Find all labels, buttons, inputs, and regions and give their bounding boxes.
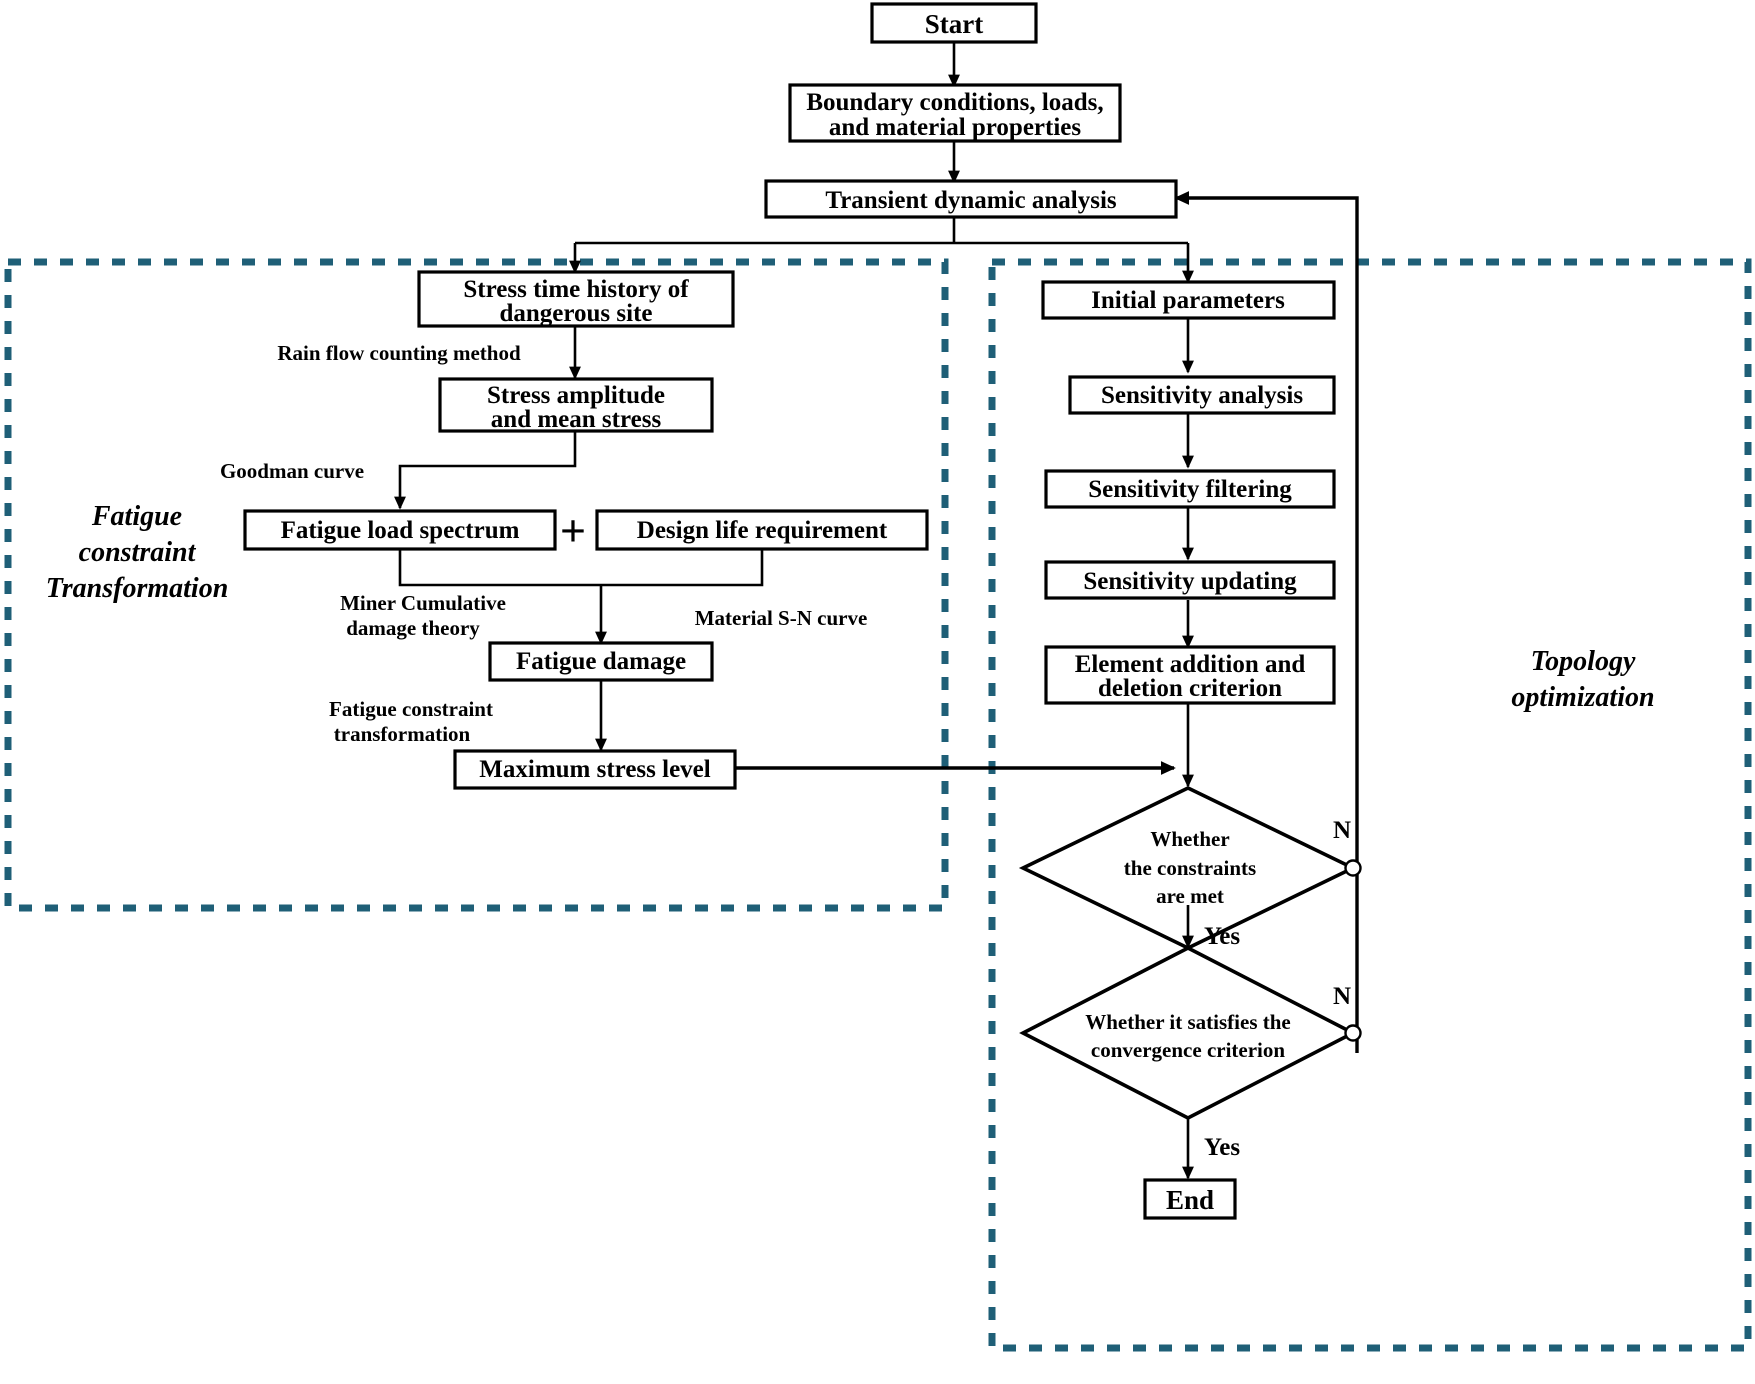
node-boundary-conditions[interactable]: Boundary conditions, loads, and material… <box>788 83 1122 143</box>
node-boundary-conditions-label-line2: and material properties <box>829 114 1082 141</box>
node-boundary-conditions-label-line1: Boundary conditions, loads, <box>806 89 1103 116</box>
plus-operator-icon: + <box>560 505 586 556</box>
region-label-fatigue-line3: Transformation <box>46 573 229 604</box>
node-sensitivity-filtering-label: Sensitivity filtering <box>1088 476 1292 503</box>
decision-convergence-label-line1: Whether it satisfies the <box>1085 1010 1291 1034</box>
edge-label-rain-flow-counting: Rain flow counting method <box>277 341 521 365</box>
branch-label-convergence-no: N <box>1333 983 1351 1010</box>
edge-label-fatigue-constraint-line2: transformation <box>334 722 471 746</box>
node-fatigue-damage-label: Fatigue damage <box>516 648 686 675</box>
node-element-addition-deletion-criterion[interactable]: Element addition and deletion criterion <box>1044 645 1336 705</box>
node-stress-time-history[interactable]: Stress time history of dangerous site <box>417 270 735 328</box>
edge-transient-split-bus <box>575 214 1188 245</box>
node-fatigue-damage[interactable]: Fatigue damage <box>488 641 714 682</box>
node-initial-parameters-label: Initial parameters <box>1091 287 1285 314</box>
node-transient-dynamic-analysis[interactable]: Transient dynamic analysis <box>764 179 1178 219</box>
node-start[interactable]: Start <box>870 2 1038 44</box>
node-design-life-requirement[interactable]: Design life requirement <box>595 509 929 551</box>
node-start-label: Start <box>925 9 983 39</box>
node-maximum-stress-level[interactable]: Maximum stress level <box>453 749 737 790</box>
node-element-criterion-label-line1: Element addition and <box>1075 651 1306 678</box>
decision-convergence-label-line2: convergence criterion <box>1091 1038 1285 1062</box>
edge-label-goodman-curve: Goodman curve <box>220 459 364 483</box>
region-label-topology-line1: Topology <box>1531 646 1636 677</box>
branch-label-constraints-yes: Yes <box>1204 923 1240 950</box>
edge-merge-to-fatigue-damage <box>398 546 764 587</box>
connector-no-constraints <box>1344 859 1362 877</box>
node-sensitivity-analysis[interactable]: Sensitivity analysis <box>1068 375 1336 415</box>
region-label-fatigue-line1: Fatigue <box>91 501 182 532</box>
node-transient-label: Transient dynamic analysis <box>825 187 1117 214</box>
node-stress-amplitude[interactable]: Stress amplitude and mean stress <box>438 377 714 433</box>
node-end[interactable]: End <box>1143 1178 1237 1220</box>
node-stress-time-history-label-line1: Stress time history of <box>463 276 689 303</box>
node-sensitivity-filtering[interactable]: Sensitivity filtering <box>1044 469 1336 509</box>
edge-label-miner-line2: damage theory <box>346 616 480 640</box>
region-label-topology-line2: optimization <box>1511 682 1654 713</box>
node-stress-amplitude-label-line2: and mean stress <box>491 406 662 433</box>
decision-constraints-label-line3: are met <box>1156 884 1224 908</box>
edge-label-material-sn-curve: Material S-N curve <box>695 606 868 630</box>
node-sensitivity-analysis-label: Sensitivity analysis <box>1101 382 1303 409</box>
node-sensitivity-updating[interactable]: Sensitivity updating <box>1044 560 1336 600</box>
node-stress-amplitude-label-line1: Stress amplitude <box>487 382 665 409</box>
connector-no-convergence <box>1344 1024 1362 1042</box>
node-design-life-requirement-label: Design life requirement <box>637 517 888 544</box>
edge-feedback-to-transient <box>1174 191 1359 1053</box>
branch-label-constraints-no: N <box>1333 817 1351 844</box>
decision-constraints-label-line2: the constraints <box>1124 856 1256 880</box>
node-end-label: End <box>1166 1185 1214 1215</box>
node-maximum-stress-level-label: Maximum stress level <box>479 756 710 783</box>
node-fatigue-load-spectrum-label: Fatigue load spectrum <box>281 517 520 544</box>
node-stress-time-history-label-line2: dangerous site <box>499 300 652 327</box>
edge-label-miner-line1: Miner Cumulative <box>340 591 506 615</box>
node-initial-parameters[interactable]: Initial parameters <box>1041 280 1336 320</box>
node-sensitivity-updating-label: Sensitivity updating <box>1083 568 1297 595</box>
node-element-criterion-label-line2: deletion criterion <box>1098 675 1282 702</box>
edge-label-fatigue-constraint-line1: Fatigue constraint <box>329 697 493 721</box>
region-label-fatigue-line2: constraint <box>79 537 197 568</box>
region-fatigue-constraint-border <box>4 258 949 912</box>
node-fatigue-load-spectrum[interactable]: Fatigue load spectrum <box>243 509 557 551</box>
branch-label-convergence-yes: Yes <box>1204 1134 1240 1161</box>
region-topology-optimization-border <box>988 258 1752 1352</box>
decision-constraints-label-line1: Whether <box>1150 827 1229 851</box>
edge-amplitude-to-loadspectrum <box>394 428 577 510</box>
